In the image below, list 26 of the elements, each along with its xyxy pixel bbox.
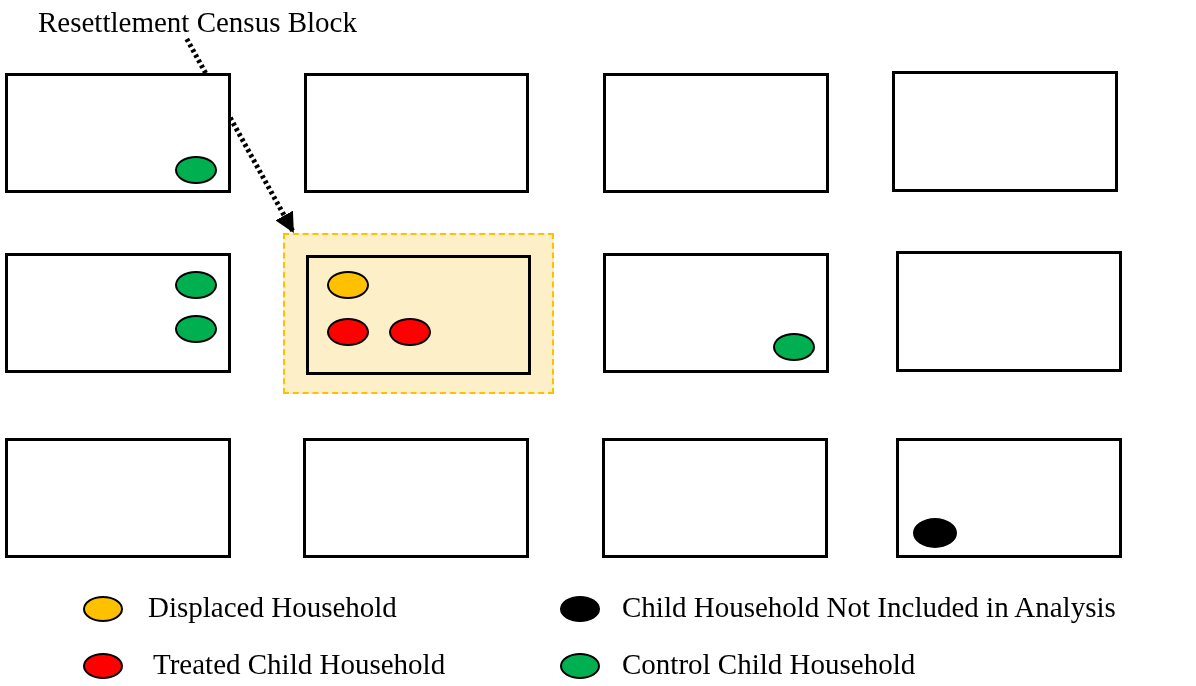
highlighted-area	[283, 233, 554, 394]
census-block	[5, 73, 231, 193]
block-label: Resettlement Census Block	[38, 5, 410, 39]
census-block	[896, 251, 1122, 372]
census-block	[5, 253, 231, 373]
household-dot	[913, 518, 957, 548]
census-block	[602, 438, 828, 558]
household-dot	[773, 333, 815, 361]
census-block	[603, 253, 829, 373]
household-dot	[327, 271, 369, 299]
legend-label: Child Household Not Included in Analysis	[622, 590, 1116, 624]
legend-label: Treated Child Household	[153, 647, 446, 681]
household-dot	[175, 156, 217, 184]
household-dot	[175, 315, 217, 343]
household-dot	[175, 271, 217, 299]
census-block	[303, 438, 529, 558]
household-dot	[327, 318, 369, 346]
legend-label: Control Child Household	[622, 647, 916, 681]
census-block	[892, 71, 1118, 192]
census-block	[304, 73, 529, 193]
legend-label: Displaced Household	[148, 590, 397, 624]
household-dot	[389, 318, 431, 346]
census-block	[306, 255, 531, 375]
census-block	[5, 438, 231, 558]
census-block	[896, 438, 1122, 558]
census-block	[603, 73, 829, 193]
